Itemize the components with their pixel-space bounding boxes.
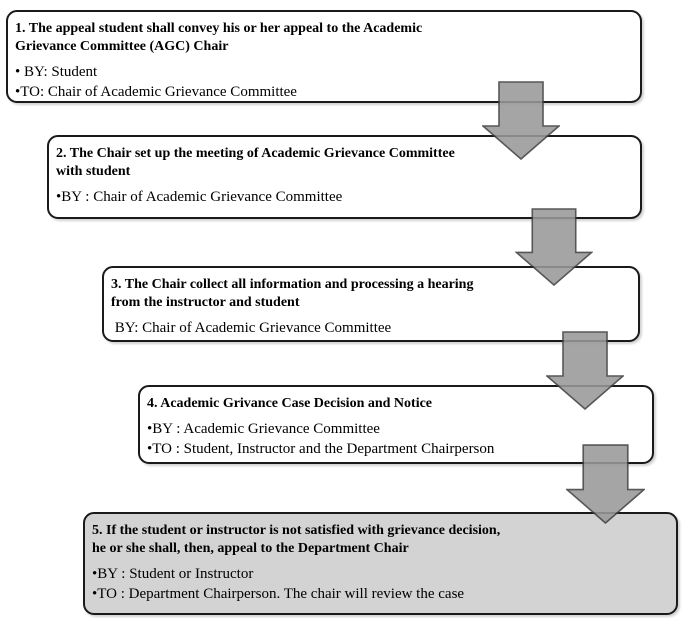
step-4-title: 4. Academic Grivance Case Decision and N…: [147, 396, 433, 411]
step-1-box: 1. The appeal student shall convey his o…: [6, 10, 642, 103]
step-5-details: •BY : Student or Instructor •TO : Depart…: [85, 564, 676, 604]
step-2-box: 2. The Chair set up the meeting of Acade…: [47, 135, 642, 219]
down-arrow-icon: [515, 208, 593, 286]
step-4-to-line: •TO : Student, Instructor and the Depart…: [147, 441, 495, 457]
down-arrow-icon: [482, 81, 560, 160]
step-4-details: •BY : Academic Grievance Committee •TO :…: [140, 419, 652, 459]
step-4-by-line: •BY : Academic Grievance Committee: [147, 421, 380, 437]
step-5-to-line: •TO : Department Chairperson. The chair …: [92, 586, 465, 602]
step-5-box: 5. If the student or instructor is not s…: [83, 512, 678, 615]
step-1-by-line: • BY: Student: [15, 64, 98, 80]
step-2-details: •BY : Chair of Academic Grievance Commit…: [49, 187, 640, 207]
step-5-title: 5. If the student or instructor is not s…: [92, 523, 501, 556]
step-1-details: • BY: Student •TO: Chair of Academic Gri…: [8, 62, 640, 102]
step-2-title: 2. The Chair set up the meeting of Acade…: [56, 146, 455, 179]
step-3-by-line: BY: Chair of Academic Grievance Committe…: [111, 320, 392, 336]
step-5-by-line: •BY : Student or Instructor: [92, 566, 254, 582]
step-1-title: 1. The appeal student shall convey his o…: [15, 21, 423, 54]
step-4-box: 4. Academic Grivance Case Decision and N…: [138, 385, 654, 464]
step-3-details: BY: Chair of Academic Grievance Committe…: [104, 318, 638, 338]
step-1-to-line: •TO: Chair of Academic Grievance Committ…: [15, 84, 297, 100]
step-2-by-line: •BY : Chair of Academic Grievance Commit…: [56, 189, 343, 205]
down-arrow-icon: [566, 444, 645, 524]
down-arrow-icon: [546, 331, 624, 410]
step-3-title: 3. The Chair collect all information and…: [111, 277, 474, 310]
